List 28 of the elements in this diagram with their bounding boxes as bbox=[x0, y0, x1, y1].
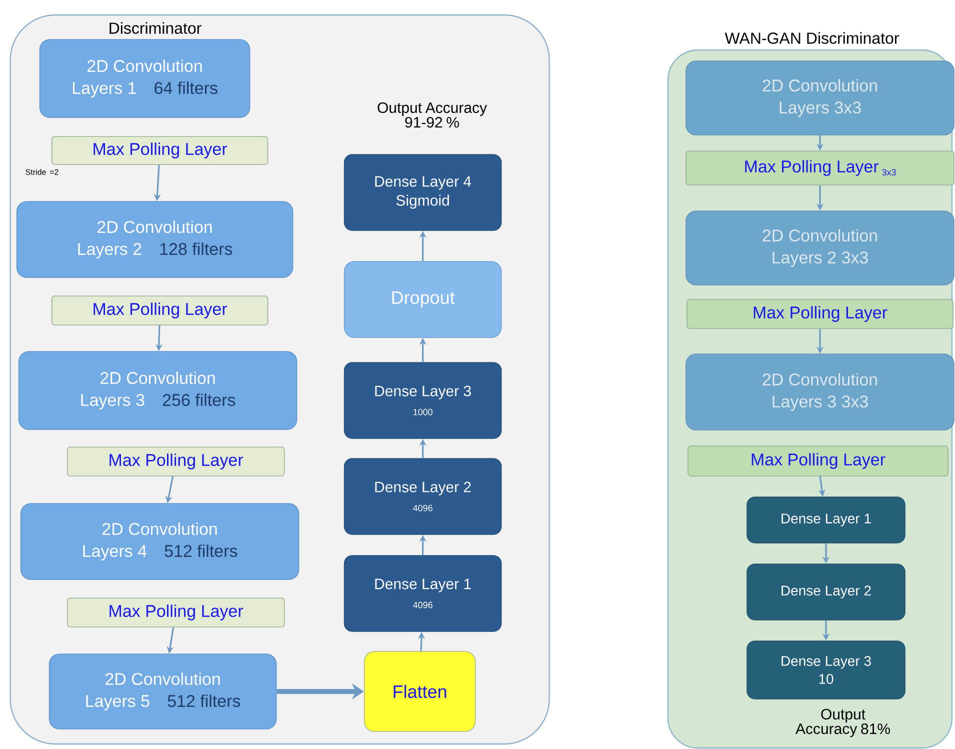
convolution-box: 2D Convolution Layers 3x3 bbox=[686, 60, 954, 136]
convolution-box: 2D Convolution Layers 2 3x3 bbox=[686, 210, 954, 286]
node-label: WAN-GAN Discriminator bbox=[724, 32, 899, 44]
dense-layer-box: Dense Layer 3 1000 bbox=[344, 362, 502, 439]
convolution-box: 2D Convolution Layers 3 256 filters bbox=[18, 351, 298, 430]
note: Stride =2 bbox=[26, 169, 58, 175]
convolution-box: 2D Convolution Layers 5 512 filters bbox=[48, 654, 277, 730]
pooling-box: Max Polling Layer bbox=[66, 598, 285, 628]
pooling-box: Max Polling Layer bbox=[66, 446, 285, 476]
convolution-box: 2D Convolution Layers 2 128 filters bbox=[16, 201, 294, 278]
dropout-box: Dropout bbox=[344, 261, 502, 338]
convolution-box: 2D Convolution Layers 4 512 filters bbox=[20, 503, 300, 580]
pooling-box: Max Polling Layer 3x3 bbox=[686, 150, 954, 186]
flatten-box: Flatten bbox=[364, 651, 476, 732]
convolution-box: 2D Convolution Layers 3 3x3 bbox=[686, 354, 954, 430]
note: Output Accuracy 81% bbox=[796, 708, 890, 738]
pooling-box: Max Polling Layer bbox=[688, 446, 948, 476]
pooling-box: Max Polling Layer bbox=[51, 296, 268, 326]
pooling-box: Max Polling Layer bbox=[686, 299, 954, 329]
pooling-box: Max Polling Layer bbox=[51, 136, 268, 165]
dense-layer-box: Dense Layer 3 10 bbox=[746, 640, 906, 700]
dense-layer-box: Dense Layer 1 bbox=[746, 496, 906, 544]
convolution-box: 2D Convolution Layers 1 64 filters bbox=[39, 39, 250, 118]
dense-layer-box: Dense Layer 2 bbox=[746, 564, 906, 620]
dense-layer-box: Dense Layer 2 4096 bbox=[344, 458, 502, 535]
dense-layer-box: Dense Layer 4 Sigmoid bbox=[344, 154, 502, 231]
dense-layer-box: Dense Layer 1 4096 bbox=[344, 555, 502, 632]
note: Output Accuracy 91-92 % bbox=[378, 102, 487, 128]
